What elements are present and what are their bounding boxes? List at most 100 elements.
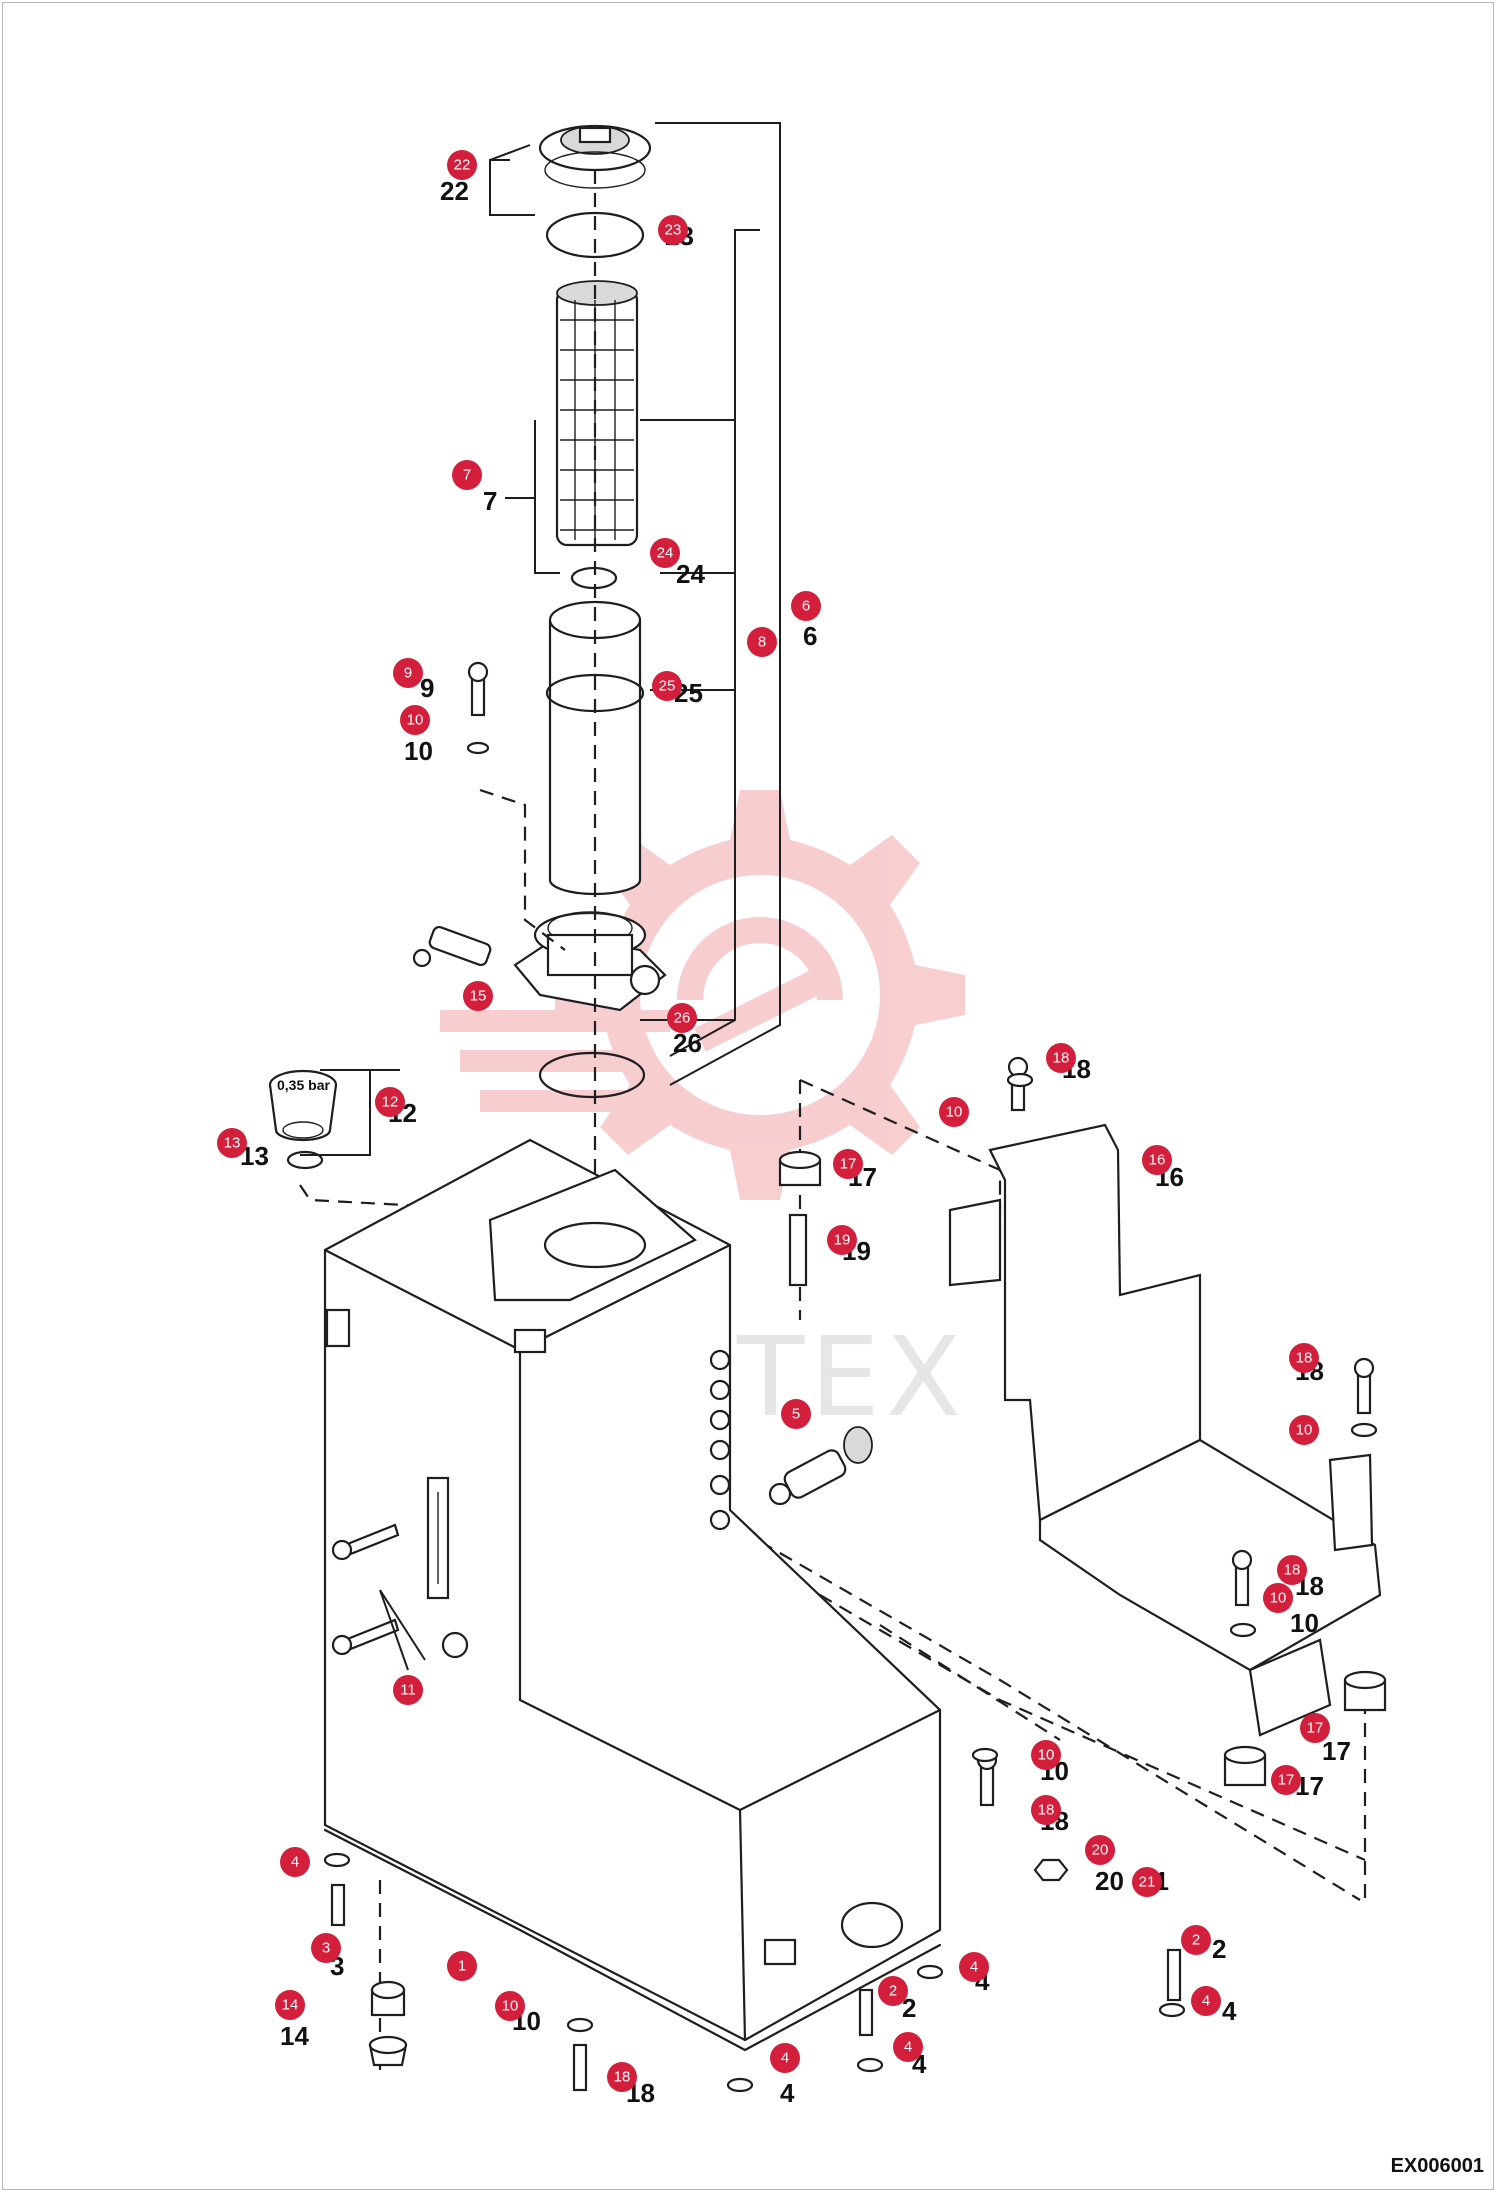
badge-1[interactable]: 1 bbox=[447, 1951, 477, 1981]
badge-label-4a: 4 bbox=[291, 1854, 299, 1871]
badge-23[interactable]: 23 bbox=[658, 215, 688, 245]
badge-2b[interactable]: 2 bbox=[1181, 1925, 1211, 1955]
badge-10c[interactable]: 10 bbox=[1289, 1415, 1319, 1445]
badge-label-4e: 4 bbox=[1202, 1993, 1210, 2010]
badge-label-26: 26 bbox=[674, 1010, 691, 1027]
badge-label-23: 23 bbox=[665, 222, 682, 239]
badge-label-4c: 4 bbox=[781, 2050, 789, 2067]
badge-17c[interactable]: 17 bbox=[1271, 1765, 1301, 1795]
badge-label-9: 9 bbox=[404, 665, 412, 682]
badge-18b[interactable]: 18 bbox=[1289, 1343, 1319, 1373]
badge-label-10a: 10 bbox=[407, 712, 424, 729]
badge-10b[interactable]: 10 bbox=[939, 1097, 969, 1127]
badge-label-17b: 17 bbox=[1307, 1720, 1324, 1737]
pressure-switch bbox=[412, 925, 492, 968]
callout-number-14: 14 bbox=[280, 2021, 309, 2051]
badge-label-4b: 4 bbox=[970, 1959, 978, 1976]
badge-10d[interactable]: 10 bbox=[1263, 1583, 1293, 1613]
badge-20[interactable]: 20 bbox=[1085, 1835, 1115, 1865]
badge-22[interactable]: 22 bbox=[447, 150, 477, 180]
badge-10e[interactable]: 10 bbox=[1031, 1740, 1061, 1770]
badge-16[interactable]: 16 bbox=[1142, 1145, 1172, 1175]
badge-14[interactable]: 14 bbox=[275, 1990, 305, 2020]
badge-8[interactable]: 8 bbox=[747, 627, 777, 657]
badge-11[interactable]: 11 bbox=[393, 1675, 423, 1705]
callout-number-10a: 10 bbox=[404, 736, 433, 766]
badge-17a[interactable]: 17 bbox=[833, 1149, 863, 1179]
badge-19[interactable]: 19 bbox=[827, 1225, 857, 1255]
badge-6[interactable]: 6 bbox=[791, 591, 821, 621]
breather-seal bbox=[286, 1150, 324, 1170]
badge-label-14: 14 bbox=[282, 1997, 299, 2014]
badge-label-10d: 10 bbox=[1270, 1590, 1287, 1607]
badge-label-22: 22 bbox=[454, 157, 471, 174]
badge-18c[interactable]: 18 bbox=[1277, 1555, 1307, 1585]
badge-21[interactable]: 21 bbox=[1132, 1867, 1162, 1897]
fasteners bbox=[323, 661, 1378, 2093]
badge-label-2b: 2 bbox=[1192, 1932, 1200, 1949]
badge-label-19: 19 bbox=[834, 1232, 851, 1249]
badge-5[interactable]: 5 bbox=[781, 1399, 811, 1429]
rubber-isolators bbox=[778, 1150, 1387, 1787]
badge-26[interactable]: 26 bbox=[667, 1003, 697, 1033]
badge-label-25: 25 bbox=[659, 678, 676, 695]
badge-7[interactable]: 7 bbox=[452, 460, 482, 490]
cap-pressure-label: 0,35 bar bbox=[277, 1077, 330, 1093]
badge-label-18d: 18 bbox=[1038, 1802, 1055, 1819]
badge-9[interactable]: 9 bbox=[393, 658, 423, 688]
badge-label-10b: 10 bbox=[946, 1104, 963, 1121]
gasket-ring bbox=[538, 1051, 646, 1099]
badge-label-13: 13 bbox=[224, 1135, 241, 1152]
badge-label-17c: 17 bbox=[1278, 1772, 1295, 1789]
badge-12[interactable]: 12 bbox=[375, 1087, 405, 1117]
badge-10f[interactable]: 10 bbox=[495, 1991, 525, 2021]
badge-18d[interactable]: 18 bbox=[1031, 1795, 1061, 1825]
badge-24[interactable]: 24 bbox=[650, 538, 680, 568]
badge-label-12: 12 bbox=[382, 1094, 399, 1111]
badge-label-10f: 10 bbox=[502, 1998, 519, 2015]
badge-4b[interactable]: 4 bbox=[959, 1952, 989, 1982]
callout-number-6: 6 bbox=[803, 621, 817, 651]
badge-17b[interactable]: 17 bbox=[1300, 1713, 1330, 1743]
badge-13[interactable]: 13 bbox=[217, 1128, 247, 1158]
badge-label-2a: 2 bbox=[889, 1983, 897, 2000]
badge-4a[interactable]: 4 bbox=[280, 1847, 310, 1877]
badge-4d[interactable]: 4 bbox=[893, 2032, 923, 2062]
mounting-bolts bbox=[331, 1523, 426, 1671]
mounting-bracket bbox=[948, 1123, 1382, 1737]
callout-number-20: 20 bbox=[1095, 1866, 1124, 1896]
badge-label-18a: 18 bbox=[1053, 1050, 1070, 1067]
callout-number-4c: 4 bbox=[780, 2078, 795, 2108]
badge-label-16: 16 bbox=[1149, 1152, 1166, 1169]
callout-number-22: 22 bbox=[440, 176, 469, 206]
badge-18a[interactable]: 18 bbox=[1046, 1043, 1076, 1073]
badge-label-6: 6 bbox=[802, 598, 810, 615]
hydraulic-tank bbox=[323, 1138, 942, 2052]
filter-head bbox=[513, 911, 667, 1012]
badge-2a[interactable]: 2 bbox=[878, 1976, 908, 2006]
badge-10a[interactable]: 10 bbox=[400, 705, 430, 735]
breather-cap: 0,35 bar bbox=[268, 1069, 338, 1142]
callout-number-4e: 4 bbox=[1222, 1996, 1237, 2026]
document-code: EX006001 bbox=[1390, 2155, 1484, 2177]
badge-3[interactable]: 3 bbox=[311, 1933, 341, 1963]
badge-15[interactable]: 15 bbox=[463, 981, 493, 1011]
callout-number-7: 7 bbox=[483, 486, 497, 516]
drain-plug bbox=[368, 1980, 408, 2067]
badge-label-11: 11 bbox=[400, 1682, 416, 1699]
badge-label-24: 24 bbox=[657, 545, 674, 562]
badge-label-10c: 10 bbox=[1296, 1422, 1313, 1439]
badge-25[interactable]: 25 bbox=[652, 671, 682, 701]
badge-label-21: 21 bbox=[1139, 1874, 1156, 1891]
badge-18e[interactable]: 18 bbox=[607, 2062, 637, 2092]
badge-label-20: 20 bbox=[1092, 1842, 1109, 1859]
leader-lines bbox=[300, 122, 781, 1156]
badge-label-10e: 10 bbox=[1038, 1747, 1055, 1764]
callout-number-26: 26 bbox=[673, 1028, 702, 1058]
badge-4c[interactable]: 4 bbox=[770, 2043, 800, 2073]
spacer-plate bbox=[788, 1213, 808, 1287]
badge-4e[interactable]: 4 bbox=[1191, 1986, 1221, 2016]
badge-label-8: 8 bbox=[758, 634, 766, 651]
